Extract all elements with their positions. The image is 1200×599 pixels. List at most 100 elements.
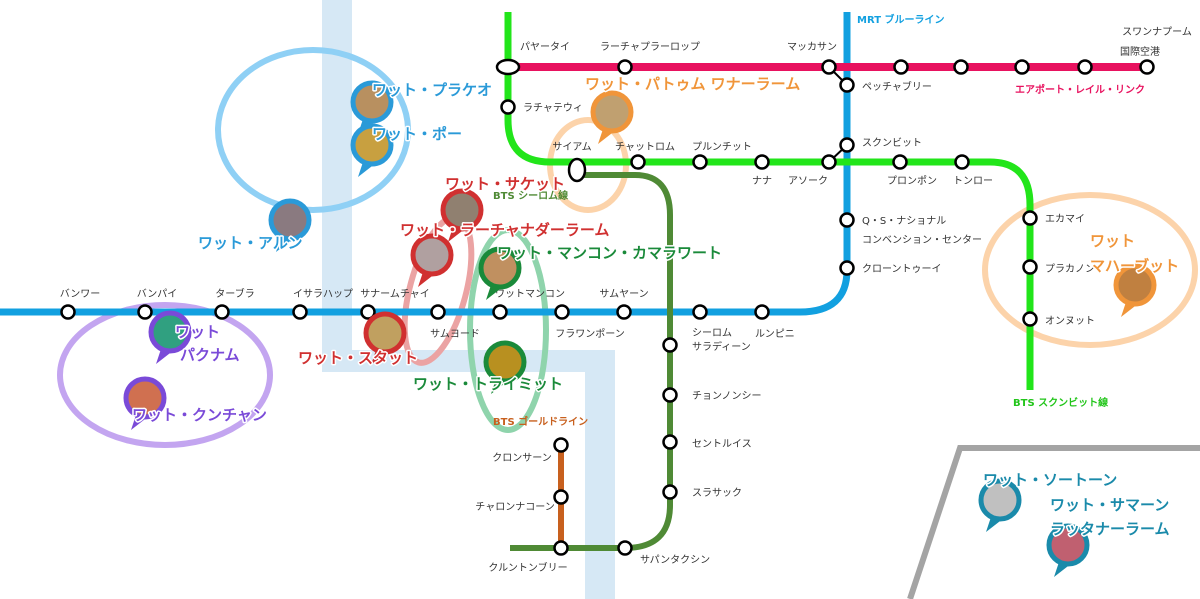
station-label: ナナ (752, 175, 772, 187)
station-marker[interactable] (1139, 59, 1155, 75)
temple-area-ellipse (215, 47, 411, 213)
station-marker[interactable] (1014, 59, 1030, 75)
station-label: プロンポン (887, 175, 937, 187)
temple-photo-pin[interactable] (590, 90, 634, 144)
temple-label: ワット・アルン (198, 234, 303, 252)
temple-photo-pin[interactable] (268, 198, 312, 252)
station-marker[interactable] (60, 304, 76, 320)
temple-label: ワット・トライミット (413, 375, 563, 393)
station-marker[interactable] (662, 484, 678, 500)
station-label: クローントゥーイ (862, 263, 942, 275)
station-marker[interactable] (617, 540, 633, 556)
outside-area-frame (907, 445, 1200, 599)
station-label: アソーク (788, 175, 828, 187)
station-marker[interactable] (495, 58, 521, 76)
station-marker[interactable] (553, 437, 569, 453)
station-marker[interactable] (821, 59, 837, 75)
station-marker[interactable] (839, 212, 855, 228)
station-marker[interactable] (839, 137, 855, 153)
station-label: シーロム (692, 327, 732, 339)
station-label: ワットマンコン (495, 289, 565, 300)
temple-photo-pin[interactable] (483, 340, 527, 394)
temple-label: マハーブット (1090, 257, 1179, 275)
station-marker[interactable] (821, 154, 837, 170)
station-marker[interactable] (214, 304, 230, 320)
temple-photo-pin[interactable] (363, 311, 407, 365)
station-label: プラカノン (1045, 263, 1095, 275)
station-marker[interactable] (553, 540, 569, 556)
station-label: マッカサン (787, 41, 837, 53)
station-marker[interactable] (893, 59, 909, 75)
station-marker[interactable] (754, 154, 770, 170)
station-label: バンパイ (137, 288, 178, 300)
station-label: ルンピニ (755, 328, 795, 340)
station-marker[interactable] (616, 304, 632, 320)
line-bts-sukhumvit (504, 12, 1034, 390)
station-marker[interactable] (292, 304, 308, 320)
temple-photo-pin[interactable] (410, 233, 454, 287)
station-label: ラーチャプラーロップ (600, 41, 700, 53)
station-label: サナームチャイ (360, 288, 430, 300)
station-marker[interactable] (360, 304, 376, 320)
station-marker[interactable] (839, 260, 855, 276)
temple-photo-pin[interactable] (478, 246, 522, 300)
station-marker[interactable] (1022, 259, 1038, 275)
station-label: パヤータイ (520, 41, 570, 53)
station-label: イサラハップ (293, 288, 353, 300)
line-bts-silom (510, 172, 673, 551)
temple-label: ワット・クンチャン (132, 406, 267, 424)
station-marker[interactable] (692, 304, 708, 320)
station-marker[interactable] (662, 434, 678, 450)
temple-photo-pin[interactable] (123, 376, 167, 430)
station-label: スラサック (692, 487, 742, 499)
temple-area-ellipse (57, 302, 273, 448)
temple-photo-pin[interactable] (978, 478, 1022, 532)
station-marker[interactable] (137, 304, 153, 320)
station-label: フラワンポーン (555, 328, 625, 340)
station-marker[interactable] (617, 59, 633, 75)
station-label: スワンナプーム (1122, 26, 1192, 38)
temple-label: ワット・ポー (372, 125, 462, 143)
station-label: サパンタクシン (640, 554, 710, 566)
station-label: サラディーン (692, 340, 751, 353)
line-label-bts-sukhumvit: BTS スクンビット線 (1013, 396, 1108, 409)
temple-label: ワット・プラケオ (372, 81, 492, 99)
station-label: ターブラ (215, 287, 254, 300)
temple-label: ワット・サケット (445, 175, 565, 193)
temple-photo-pin[interactable] (1046, 523, 1090, 577)
temple-photo-pin[interactable] (350, 123, 394, 177)
station-marker[interactable] (692, 154, 708, 170)
station-marker[interactable] (1022, 210, 1038, 226)
station-marker[interactable] (630, 154, 646, 170)
station-marker[interactable] (662, 387, 678, 403)
station-marker[interactable] (430, 304, 446, 320)
station-marker[interactable] (567, 157, 587, 183)
station-marker[interactable] (953, 59, 969, 75)
station-label: ペッチャブリー (862, 80, 932, 93)
area-highlights (57, 47, 1198, 448)
station-marker[interactable] (1022, 311, 1038, 327)
temple-label: ラッタナーラーム (1050, 520, 1170, 538)
temple-photo-pin[interactable] (1113, 263, 1157, 317)
line-label-bts-silom: BTS シーロム線 (493, 189, 568, 202)
station-marker[interactable] (662, 337, 678, 353)
station-marker[interactable] (500, 99, 516, 115)
station-marker[interactable] (554, 304, 570, 320)
station-label: サムヤーン (599, 288, 648, 300)
station-label: Q・S・ナショナル (862, 215, 946, 227)
temple-label: パクナム (180, 346, 240, 364)
station-marker[interactable] (492, 304, 508, 320)
station-marker[interactable] (839, 77, 855, 93)
station-marker[interactable] (892, 154, 908, 170)
station-marker[interactable] (553, 489, 569, 505)
station-label: スクンビット (862, 137, 922, 149)
station-label: チャロンナコーン (475, 501, 554, 513)
temple-photo-pin[interactable] (440, 188, 484, 242)
station-marker[interactable] (954, 154, 970, 170)
temple-photo-pin[interactable] (148, 310, 192, 364)
station-marker[interactable] (754, 304, 770, 320)
stations: パヤータイラーチャプラーロップマッカサンスワンナプーム国際空港ペッチャブリーラチ… (60, 26, 1192, 574)
station-marker[interactable] (1077, 59, 1093, 75)
